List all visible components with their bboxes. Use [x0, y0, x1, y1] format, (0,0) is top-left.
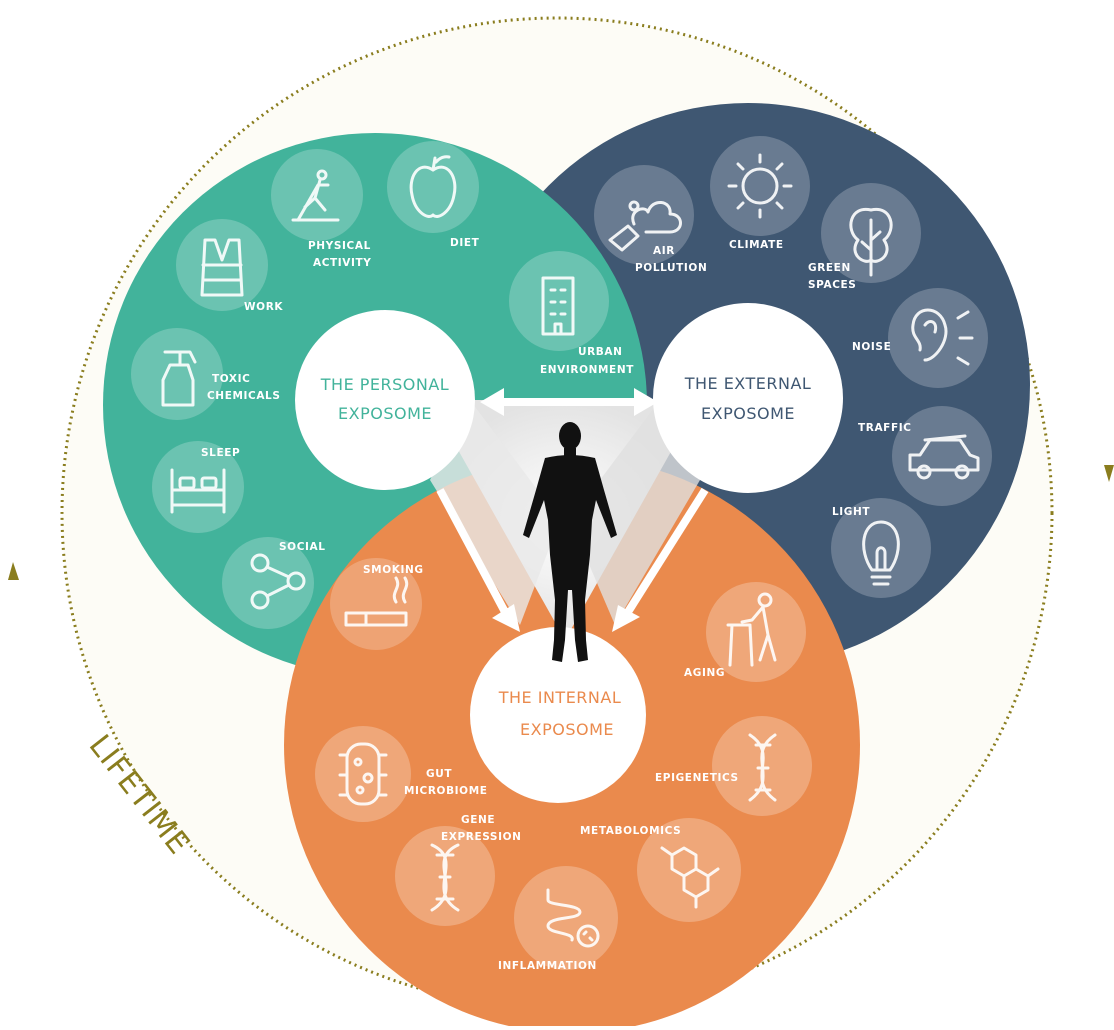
cigarette-icon — [344, 576, 409, 627]
external-title-line1: THE EXTERNAL — [684, 374, 812, 393]
label-urban-1: URBAN — [578, 346, 623, 358]
spray-bottle-icon — [161, 350, 197, 407]
center-shade-left — [430, 400, 560, 625]
molecule-icon — [660, 846, 720, 909]
item-traffic: TRAFFIC — [858, 406, 992, 506]
internal-title-line2: EXPOSOME — [520, 720, 614, 739]
treadmill-icon — [291, 169, 340, 222]
external-title-line2: EXPOSOME — [701, 404, 795, 423]
item-social: SOCIAL — [222, 537, 326, 629]
item-sleep: SLEEP — [152, 441, 244, 533]
label-social: SOCIAL — [279, 541, 326, 553]
ear-icon — [911, 308, 974, 366]
item-air-pollution: AIR POLLUTION — [594, 165, 707, 274]
personal-title-line2: EXPOSOME — [338, 404, 432, 423]
item-gene-expression: GENE EXPRESSION — [395, 814, 522, 926]
label-green-1: GREEN — [808, 262, 851, 274]
label-toxic-1: TOXIC — [212, 373, 250, 385]
label-toxic-2: CHEMICALS — [207, 390, 281, 402]
dna-helix-icon — [430, 843, 460, 912]
external-core: THE EXTERNAL EXPOSOME — [653, 303, 843, 493]
item-work: WORK — [176, 219, 283, 313]
lifetime-ring — [60, 16, 1054, 1010]
personal-title-line1: THE PERSONAL — [320, 375, 449, 394]
label-traffic: TRAFFIC — [858, 422, 912, 434]
network-icon — [250, 553, 306, 610]
label-work: WORK — [244, 301, 283, 313]
safety-vest-icon — [200, 238, 244, 297]
item-epigenetics: EPIGENETICS — [655, 716, 812, 816]
lightbulb-icon — [862, 520, 900, 586]
arrow-personal-external — [480, 388, 658, 416]
tree-icon — [849, 207, 893, 277]
internal-title-line1: THE INTERNAL — [498, 688, 622, 707]
sun-icon — [727, 153, 793, 219]
item-green-spaces: GREEN SPACES — [808, 183, 921, 291]
label-epigenetics: EPIGENETICS — [655, 772, 739, 784]
label-gut-1: GUT — [426, 768, 452, 780]
car-icon — [908, 434, 980, 480]
label-gene-1: GENE — [461, 814, 495, 826]
walker-icon — [726, 592, 777, 667]
label-urban-2: ENVIRONMENT — [540, 364, 634, 376]
item-light: LIGHT — [831, 498, 931, 598]
center-shade-right — [570, 400, 700, 625]
label-noise: NOISE — [852, 341, 891, 353]
label-gut-2: MICROBIOME — [404, 785, 488, 797]
label-air-2: POLLUTION — [635, 262, 707, 274]
label-physical-activity-1: PHYSICAL — [308, 240, 371, 252]
label-metabolomics: METABOLOMICS — [580, 825, 681, 837]
lifetime-arrowhead-left — [8, 562, 19, 580]
item-noise: NOISE — [852, 288, 988, 388]
label-smoking: SMOKING — [363, 564, 424, 576]
item-climate: CLIMATE — [710, 136, 810, 251]
arrow-personal-internal — [436, 488, 520, 632]
label-green-2: SPACES — [808, 279, 856, 291]
label-aging: AGING — [684, 667, 725, 679]
human-figure-icon — [523, 422, 617, 662]
label-sleep: SLEEP — [201, 447, 240, 459]
item-inflammation: INFLAMMATION — [498, 866, 618, 972]
item-gut-microbiome: GUT MICROBIOME — [315, 726, 488, 822]
item-aging: AGING — [684, 582, 806, 682]
item-physical-activity: PHYSICAL ACTIVITY — [271, 149, 372, 269]
item-toxic-chemicals: TOXIC CHEMICALS — [131, 328, 281, 420]
bed-icon — [170, 468, 226, 514]
label-gene-2: EXPRESSION — [441, 831, 522, 843]
label-physical-activity-2: ACTIVITY — [313, 257, 372, 269]
label-air-1: AIR — [653, 245, 675, 257]
internal-core: THE INTERNAL EXPOSOME — [470, 627, 646, 803]
item-metabolomics: METABOLOMICS — [580, 818, 741, 922]
intestine-icon — [546, 888, 600, 948]
item-diet: DIET — [387, 141, 480, 249]
dna-icon — [748, 733, 777, 802]
arrow-external-internal — [612, 487, 709, 632]
apple-icon — [409, 155, 457, 218]
building-icon — [541, 276, 575, 336]
label-diet: DIET — [450, 237, 480, 249]
label-light: LIGHT — [832, 506, 870, 518]
label-inflammation: INFLAMMATION — [498, 960, 597, 972]
label-climate: CLIMATE — [729, 239, 784, 251]
lifetime-arrowhead-right — [1104, 465, 1114, 482]
bacteria-icon — [338, 742, 388, 806]
item-urban-environment: URBAN ENVIRONMENT — [509, 251, 634, 376]
item-smoking: SMOKING — [330, 558, 424, 650]
personal-core: THE PERSONAL EXPOSOME — [295, 310, 475, 490]
exhaust-pipe-icon — [608, 200, 682, 252]
